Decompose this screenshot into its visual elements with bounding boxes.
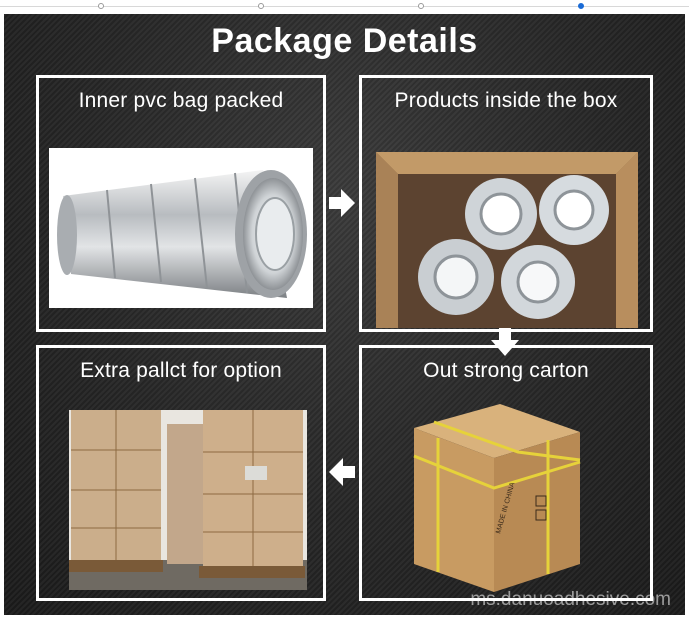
card-caption: Inner pvc bag packed — [78, 89, 284, 112]
arrow-left-icon — [329, 458, 355, 486]
tape-rolls-image — [49, 148, 313, 308]
watermark: ms.danuoadhesive.com — [470, 589, 671, 610]
page-title: Package Details — [211, 22, 478, 60]
card-caption: Out strong carton — [423, 359, 589, 382]
card-caption: Products inside the box — [394, 89, 618, 112]
carousel-dot[interactable] — [418, 3, 424, 9]
carousel-track — [0, 6, 689, 7]
box-with-rolls-image — [376, 152, 638, 328]
pallets-image — [69, 410, 307, 590]
top-strip — [0, 0, 689, 14]
carton-box-image: MADE IN CHINA — [408, 404, 584, 596]
card-out-strong-carton: Out strong carton MADE IN CHINA — [359, 345, 653, 601]
package-details-panel: Package Details Inner pvc bag packed — [4, 14, 685, 615]
carousel-dot[interactable] — [98, 3, 104, 9]
card-caption: Extra pallct for option — [80, 359, 282, 382]
card-products-inside-box: Products inside the box — [359, 75, 653, 332]
carousel-dot-active[interactable] — [578, 3, 584, 9]
arrow-right-icon — [329, 189, 355, 217]
card-extra-pallet: Extra pallct for option — [36, 345, 326, 601]
carousel-dot[interactable] — [258, 3, 264, 9]
card-inner-pvc-bag: Inner pvc bag packed — [36, 75, 326, 332]
arrow-down-icon — [491, 328, 519, 356]
